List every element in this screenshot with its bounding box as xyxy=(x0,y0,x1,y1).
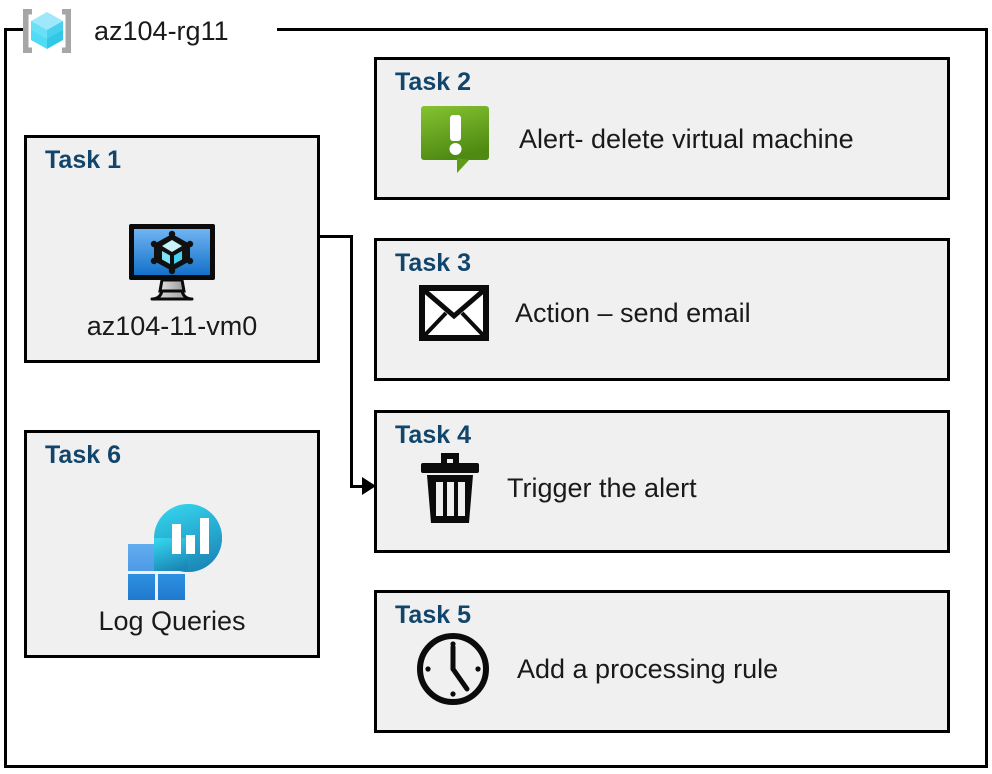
task5-row: Add a processing rule xyxy=(415,631,778,707)
task2-title: Task 2 xyxy=(395,68,471,96)
clock-icon xyxy=(415,631,491,707)
task-card-task6[interactable]: Task 6 xyxy=(24,430,320,658)
task3-row: Action – send email xyxy=(419,285,751,341)
task1-title: Task 1 xyxy=(45,146,121,174)
task2-row: Alert- delete virtual machine xyxy=(419,104,854,174)
resource-group-header: az104-rg11 xyxy=(18,4,229,58)
envelope-icon xyxy=(419,285,489,341)
task2-label: Alert- delete virtual machine xyxy=(519,123,854,154)
task-card-task4[interactable]: Task 4 Trigger the alert xyxy=(374,410,950,553)
connector-segment-vertical xyxy=(350,235,353,487)
resource-group-name: az104-rg11 xyxy=(94,15,229,46)
resource-group-cube-icon xyxy=(18,5,76,57)
resource-group-frame xyxy=(4,28,988,768)
task-card-task3[interactable]: Task 3 Action – send email xyxy=(374,238,950,381)
resource-group-frame-top-left-stub xyxy=(4,28,26,31)
task3-title: Task 3 xyxy=(395,249,471,277)
task1-label: az104-11-vm0 xyxy=(86,311,258,341)
task6-label: Log Queries xyxy=(98,606,246,636)
trash-can-icon xyxy=(419,451,481,525)
connector-segment-horizontal-bottom xyxy=(350,485,368,488)
task-card-task1[interactable]: Task 1 xyxy=(24,135,320,363)
task5-label: Add a processing rule xyxy=(517,653,779,684)
task-card-task5[interactable]: Task 5 Add a processing rule xyxy=(374,590,950,733)
log-analytics-icon xyxy=(120,502,224,600)
task3-label: Action – send email xyxy=(515,297,751,328)
task4-label: Trigger the alert xyxy=(507,472,697,503)
task6-icon-slot xyxy=(120,502,224,600)
task4-title: Task 4 xyxy=(395,421,471,449)
task4-row: Trigger the alert xyxy=(419,451,697,525)
resource-group-frame-top-right-stub xyxy=(277,28,988,31)
virtual-machine-icon xyxy=(126,221,218,305)
connector-arrow-head-icon xyxy=(362,477,376,495)
task1-icon-slot xyxy=(126,221,218,305)
alert-exclamation-icon xyxy=(419,104,493,174)
task5-title: Task 5 xyxy=(395,601,471,629)
task6-title: Task 6 xyxy=(45,441,121,469)
task-card-task2[interactable]: Task 2 Alert- delete virtual machin xyxy=(374,57,950,200)
